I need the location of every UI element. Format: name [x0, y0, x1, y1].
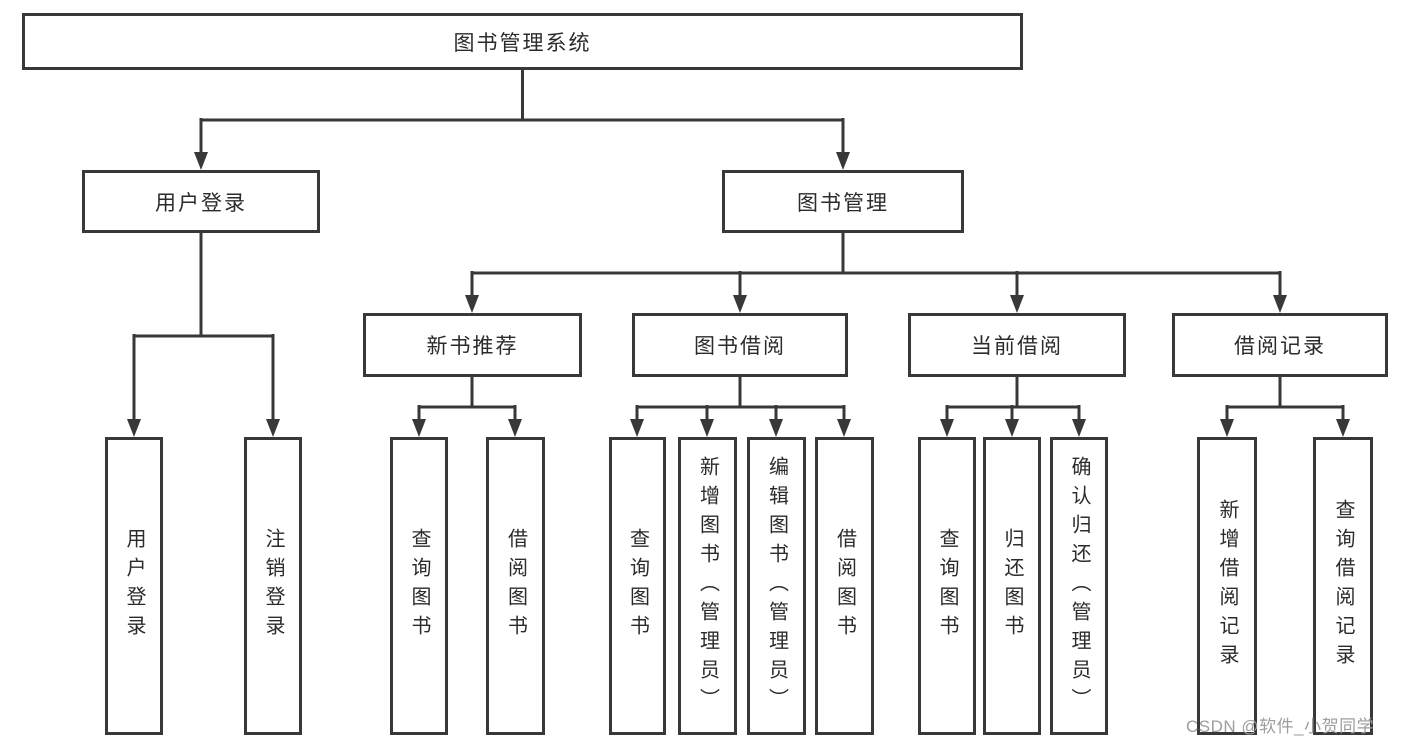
csdn-watermark: CSDN @软件_小贺同学 [1186, 717, 1375, 736]
node-label: 借阅记录 [1234, 335, 1326, 358]
node-label: 查询图书 [626, 528, 649, 644]
node-label: 用户登录 [123, 528, 145, 644]
leaf-query-books-borrowing: 查询图书 [609, 437, 666, 735]
node-book-borrowing: 图书借阅 [632, 313, 848, 377]
leaf-borrow-books-borrowing: 借阅图书 [815, 437, 874, 735]
node-label: 编辑图书（管理员） [765, 455, 788, 717]
node-label: 图书管理 [797, 191, 889, 215]
node-label: 新增图书（管理员） [696, 455, 719, 717]
node-label: 借阅图书 [833, 528, 856, 644]
connector-root [194, 68, 850, 170]
node-current-borrowing: 当前借阅 [908, 313, 1126, 377]
node-label: 查询图书 [408, 528, 430, 644]
node-label: 图书管理系统 [453, 31, 592, 55]
connector-new-book-recommendation [412, 377, 522, 437]
node-label: 确认归还（管理员） [1068, 455, 1090, 717]
node-label: 归还图书 [1001, 528, 1023, 644]
node-label: 新书推荐 [426, 335, 519, 358]
connector-current-borrowing [940, 377, 1086, 437]
node-label: 查询借阅记录 [1332, 499, 1354, 673]
connector-book-management [465, 233, 1287, 313]
connector-book-borrowing [630, 377, 851, 437]
leaf-add-borrow-record: 新增借阅记录 [1197, 437, 1257, 735]
node-label: 当前借阅 [971, 335, 1063, 358]
node-label: 用户登录 [155, 191, 247, 215]
connector-borrowing-records [1220, 377, 1350, 437]
node-label: 借阅图书 [504, 528, 527, 644]
node-new-book-recommendation: 新书推荐 [363, 313, 582, 377]
node-label: 注销登录 [262, 528, 284, 644]
node-library-management-system: 图书管理系统 [22, 13, 1023, 70]
node-label: 新增借阅记录 [1216, 499, 1238, 673]
leaf-logout: 注销登录 [244, 437, 302, 735]
leaf-user-login: 用户登录 [105, 437, 163, 735]
node-label: 查询图书 [936, 528, 958, 644]
leaf-return-books: 归还图书 [983, 437, 1041, 735]
leaf-edit-book-admin: 编辑图书（管理员） [747, 437, 806, 735]
node-book-management: 图书管理 [722, 170, 964, 233]
node-borrowing-records: 借阅记录 [1172, 313, 1388, 377]
leaf-borrow-books-new-rec: 借阅图书 [486, 437, 545, 735]
leaf-add-book-admin: 新增图书（管理员） [678, 437, 737, 735]
leaf-query-books-current: 查询图书 [918, 437, 976, 735]
leaf-query-borrow-record: 查询借阅记录 [1313, 437, 1373, 735]
connector-user-login [127, 233, 280, 437]
node-label: 图书借阅 [694, 335, 786, 358]
node-user-login: 用户登录 [82, 170, 320, 233]
leaf-query-books-new-rec: 查询图书 [390, 437, 448, 735]
leaf-confirm-return-admin: 确认归还（管理员） [1050, 437, 1108, 735]
